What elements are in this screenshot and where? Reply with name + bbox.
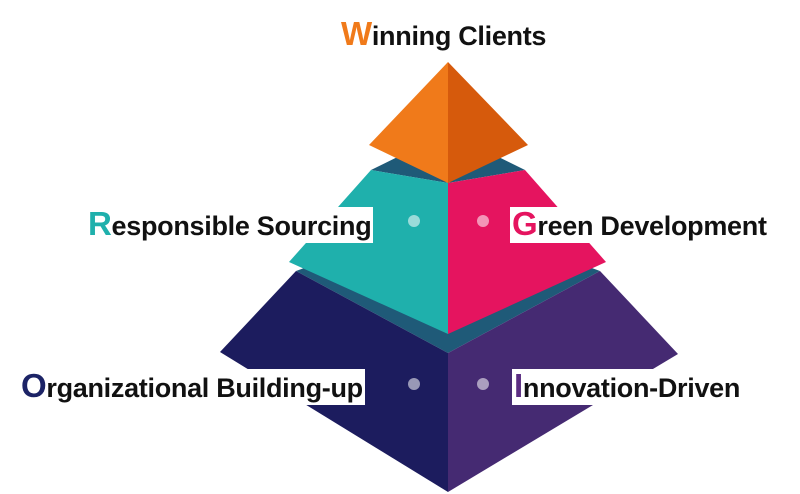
tier-top-right-face [448,62,528,183]
label-winning-initial: W [341,15,372,52]
label-winning-text: inning Clients [371,21,547,51]
label-organizational-building: Organizational Building-up [19,369,365,405]
label-responsible-text: esponsible Sourcing [111,211,372,241]
tier-top-left-face [369,62,448,183]
label-innovation-initial: I [514,367,523,404]
label-green-text: reen Development [537,211,767,241]
label-innovation-text: nnovation-Driven [522,373,741,403]
dot-green [477,215,489,227]
dot-organizational [408,378,420,390]
label-green-development: Green Development [510,207,769,243]
label-organizational-text: rganizational Building-up [46,373,363,403]
dot-responsible [408,215,420,227]
label-innovation-driven: Innovation-Driven [512,367,743,405]
label-green-initial: G [512,205,538,242]
label-organizational-initial: O [21,367,47,404]
label-winning-clients: Winning Clients [339,15,549,53]
tier-middle-left-face [289,170,448,334]
dot-innovation [477,378,489,390]
tier-middle-right-face [448,170,606,334]
label-responsible-sourcing: Responsible Sourcing [86,205,374,243]
label-responsible-initial: R [88,205,112,242]
